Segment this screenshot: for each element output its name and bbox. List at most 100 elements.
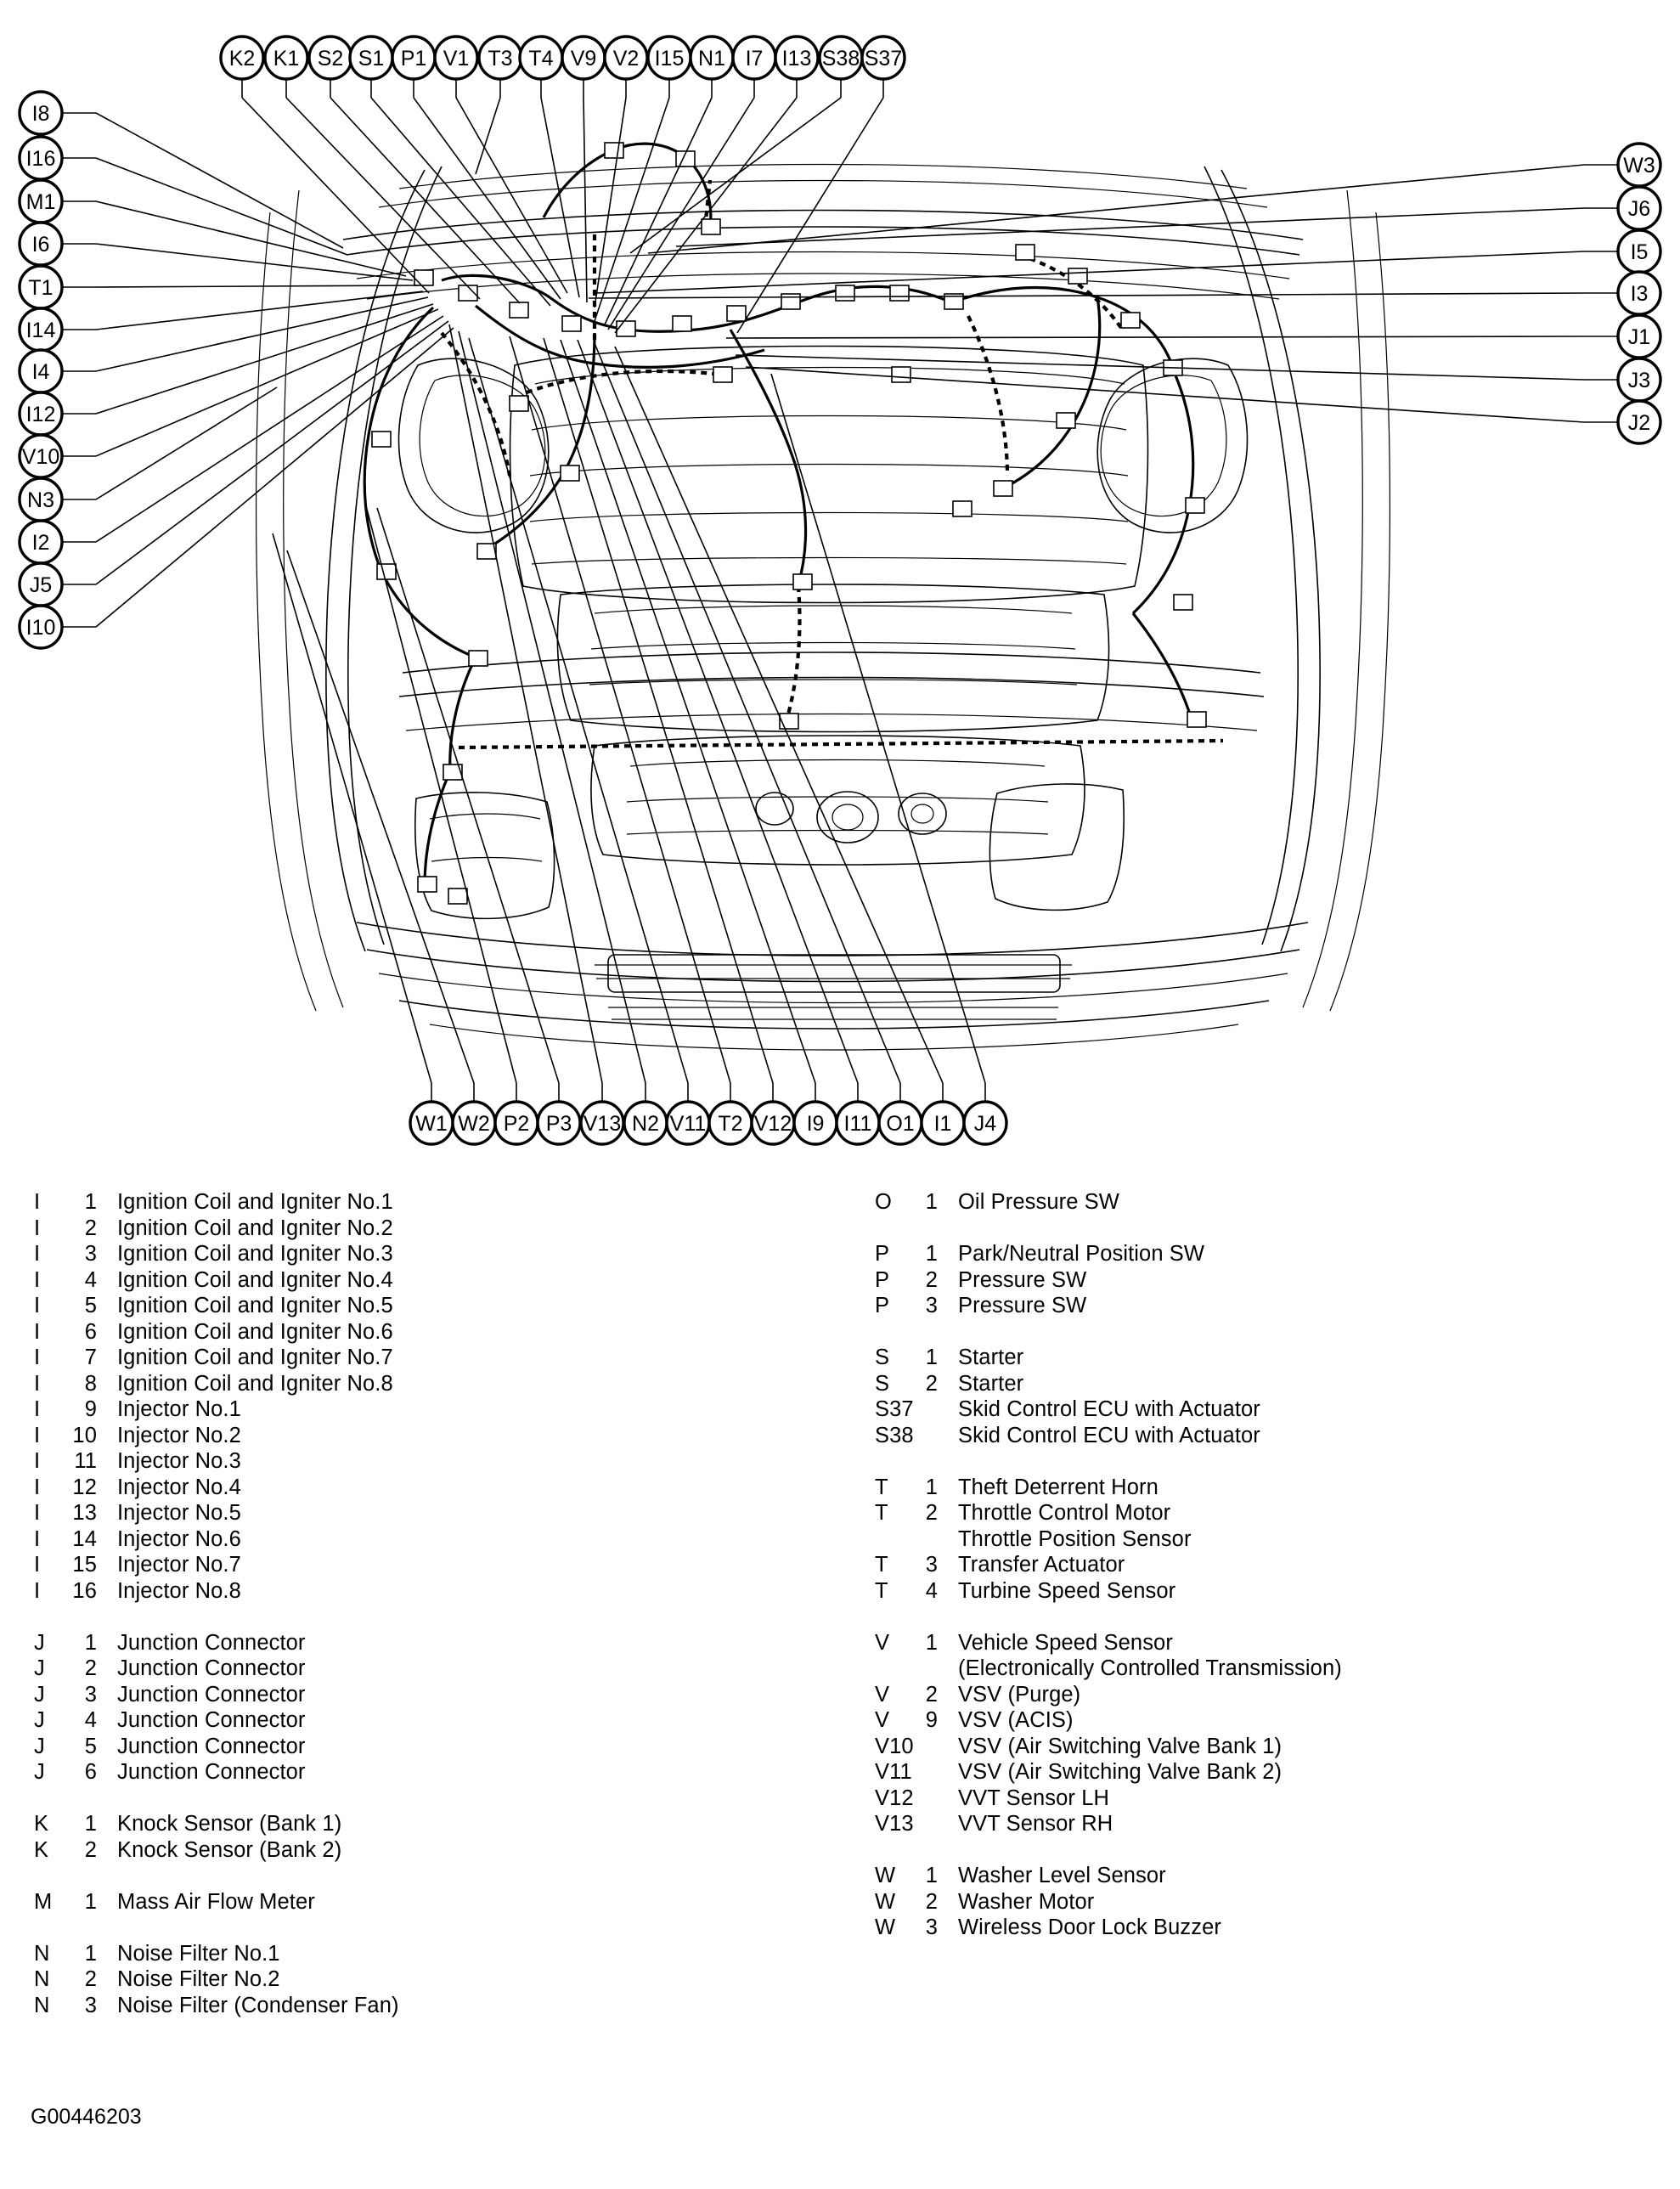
legend-description: Knock Sensor (Bank 2): [117, 1837, 342, 1862]
callout-label-S37: S37: [865, 47, 902, 71]
legend-letter: I: [34, 1371, 41, 1396]
leader-line-T2: [509, 336, 731, 1084]
leader-line-J6: [675, 207, 1585, 247]
legend-spacer: [34, 1863, 849, 1889]
callout-label-T4: T4: [528, 47, 553, 71]
legend-number: 5: [84, 1734, 97, 1758]
leader-line-T4: [540, 97, 580, 298]
leader-line-W1: [272, 533, 432, 1084]
leader-line-K2: [241, 97, 430, 294]
callout-circle-V1: [433, 35, 479, 81]
legend-letter: K: [34, 1812, 49, 1836]
legend-number: 3: [84, 1242, 97, 1266]
callout-circle-I10: [18, 604, 64, 650]
legend-row: S38 Skid Control ECU with Actuator: [875, 1423, 1673, 1449]
callout-P1: P1: [391, 35, 437, 81]
leader-line-P3: [376, 507, 560, 1084]
legend-spacer: [875, 1604, 1673, 1630]
legend-description: VSV (Air Switching Valve Bank 2): [958, 1760, 1283, 1784]
legend-description: Junction Connector: [117, 1708, 306, 1732]
callout-I2: I2: [18, 519, 64, 565]
callout-V10: V10: [18, 433, 64, 479]
legend-letter: I: [34, 1423, 41, 1447]
callout-label-W3: W3: [1623, 154, 1655, 178]
legend-description: Injector No.6: [117, 1526, 241, 1551]
leader-line-T1: [95, 285, 419, 288]
legend-spacer: [34, 1915, 849, 1941]
callout-J2: J2: [1616, 399, 1662, 445]
callout-label-J6: J6: [1628, 197, 1650, 221]
legend-number: 2: [925, 1267, 938, 1292]
legend-number: 14: [72, 1526, 97, 1551]
callout-label-I12: I12: [26, 403, 56, 426]
callout-P2: P2: [493, 1100, 539, 1146]
diagram-canvas: K2K1S2S1P1V1T3T4V9V2I15N1I7I13S38S37I8I1…: [18, 35, 1662, 1146]
legend-letter: N: [34, 1993, 50, 2017]
callout-T4: T4: [518, 35, 564, 81]
legend-letter: J: [34, 1656, 45, 1680]
leader-line-J2: [745, 366, 1585, 423]
legend-number: 1: [84, 1190, 97, 1214]
legend-number: 10: [72, 1423, 97, 1447]
callout-label-V10: V10: [22, 445, 59, 469]
legend-number: 3: [84, 1682, 97, 1707]
legend-description: Skid Control ECU with Actuator: [958, 1423, 1260, 1447]
callout-S1: S1: [348, 35, 394, 81]
legend-description: Starter: [958, 1371, 1024, 1396]
callout-label-V11: V11: [670, 1112, 707, 1136]
callout-S37: S37: [860, 35, 906, 81]
leader-line-I13: [614, 97, 798, 334]
leader-line-P1: [413, 97, 561, 300]
callout-V12: V12: [750, 1100, 796, 1146]
leader-line-S37: [736, 97, 884, 334]
callout-circle-I8: [18, 90, 64, 136]
legend-letter: P: [875, 1294, 890, 1317]
legend-number: 2: [84, 1967, 97, 1991]
legend-letter: I: [34, 1475, 41, 1499]
callout-I12: I12: [18, 391, 64, 437]
callout-V9: V9: [561, 35, 606, 81]
leader-line-W3: [647, 164, 1585, 254]
callout-circle-J2: [1616, 399, 1662, 445]
legend-letter: P: [875, 1267, 890, 1292]
legend-letter: T: [875, 1501, 888, 1525]
legend-description: Washer Level Sensor: [958, 1864, 1166, 1887]
leader-line-I12: [95, 303, 434, 415]
leader-line-V13: [448, 324, 603, 1084]
legend-number: 9: [84, 1397, 97, 1421]
leader-line-J3: [735, 354, 1585, 381]
vehicle-outline: [255, 163, 1391, 1051]
callout-label-T3: T3: [488, 47, 512, 71]
callout-label-J3: J3: [1628, 369, 1650, 392]
legend-number: S37: [875, 1397, 914, 1421]
legend-description: Injector No.7: [117, 1553, 241, 1577]
legend-number: 2: [925, 1682, 938, 1707]
legend-spacer: [34, 1604, 849, 1630]
legend-letter: I: [34, 1578, 41, 1603]
legend-letter: I: [34, 1397, 41, 1421]
legend-number: 13: [72, 1501, 97, 1525]
legend-letter: J: [34, 1630, 45, 1655]
legend-description: Ignition Coil and Igniter No.8: [117, 1371, 393, 1396]
legend-number: 2: [925, 1501, 938, 1525]
legend-number: S38: [875, 1423, 914, 1447]
callout-W3: W3: [1616, 142, 1662, 188]
legend-number: 11: [74, 1449, 97, 1473]
leader-line-I8: [95, 112, 344, 249]
callout-I3: I3: [1616, 270, 1662, 316]
leader-line-I1: [614, 346, 944, 1084]
legend-number: 1: [925, 1242, 938, 1266]
